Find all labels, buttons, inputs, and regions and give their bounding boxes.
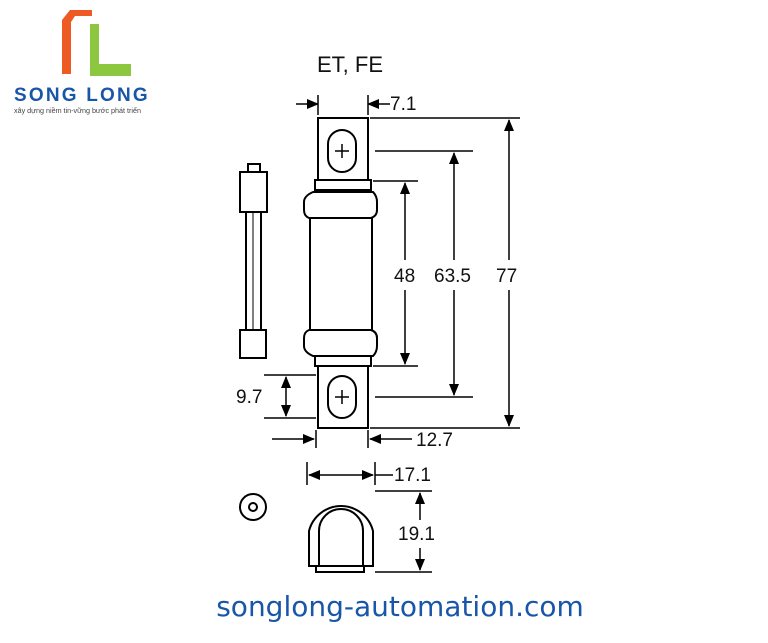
label-overall-length: 77 — [496, 266, 517, 287]
fuse-front-view — [303, 117, 378, 429]
label-tag-height: 9.7 — [236, 387, 262, 408]
diagram-title: ET, FE — [317, 52, 383, 77]
company-logo: SONG LONG xây dựng niềm tin-vững bước ph… — [14, 10, 150, 115]
bottom-collar — [314, 355, 372, 367]
dim-end-height — [375, 490, 432, 573]
label-tag-width: 12.7 — [416, 430, 453, 451]
dim-tag-width — [272, 430, 412, 448]
label-end-diameter: 17.1 — [394, 465, 431, 486]
label-end-height: 19.1 — [398, 524, 435, 545]
fuse-side-view — [239, 163, 268, 359]
dim-terminal-width — [296, 95, 390, 115]
dim-end-diameter — [306, 462, 393, 485]
fuse-end-view — [308, 505, 374, 573]
logo-green-mark — [90, 24, 131, 76]
dim-tag-height — [264, 374, 316, 419]
upper-cap — [303, 191, 378, 219]
end-view-circle — [239, 493, 267, 521]
label-body-length: 48 — [394, 266, 415, 287]
fuse-body — [309, 217, 373, 331]
brand-tagline: xây dựng niềm tin-vững bước phát triển — [14, 106, 141, 115]
logo-orange-mark — [62, 10, 92, 74]
top-tag — [317, 117, 369, 181]
dim-body-length — [373, 180, 418, 367]
brand-name: SONG LONG — [14, 85, 150, 106]
top-collar — [314, 179, 372, 191]
lower-cap — [303, 329, 378, 357]
bottom-mount-slot — [327, 375, 357, 419]
top-mount-slot — [327, 129, 357, 173]
label-hole-spacing: 63.5 — [434, 266, 471, 287]
label-terminal-width: 7.1 — [390, 94, 416, 115]
dim-overall-length — [370, 117, 520, 429]
dim-hole-spacing — [375, 150, 473, 398]
website-url: songlong-automation.com — [216, 590, 584, 623]
